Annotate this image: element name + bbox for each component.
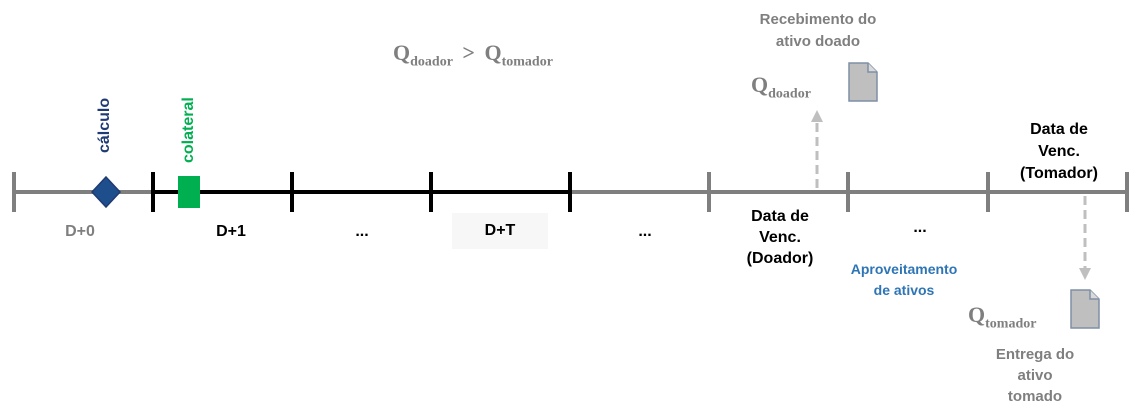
label-line: Venc.: [759, 229, 801, 246]
receipt-caption: Recebimento do ativo doado: [738, 9, 898, 53]
q-symbol: Q: [484, 40, 502, 65]
receipt-arrowhead-icon: [811, 110, 823, 122]
venc-tomador-label: Data de Venc. (Tomador): [1000, 119, 1118, 185]
label-line: Data de: [751, 208, 809, 225]
collateral-marker-label: colateral: [180, 97, 197, 163]
venc-doador-label: Data de Venc. (Doador): [730, 206, 830, 269]
q-symbol: Q: [393, 40, 411, 65]
diamond-marker-icon: [90, 175, 122, 209]
receipt-quantity: Qdoador: [751, 72, 811, 102]
receipt-document-icon: [848, 62, 878, 102]
caption-line: Recebimento do: [759, 11, 877, 28]
caption-line: tomado: [1007, 388, 1063, 405]
caption-line: ativo: [1017, 367, 1053, 384]
subscript: doador: [410, 54, 453, 70]
label-line: Aproveitamento: [850, 261, 958, 277]
label-ellipsis-2: ...: [638, 223, 652, 240]
label-line: Data de: [1030, 121, 1088, 138]
collateral-block-icon: [178, 176, 200, 208]
q-symbol: Q: [751, 72, 769, 97]
delivery-document-icon: [1070, 289, 1100, 329]
delivery-arrowhead-icon: [1079, 268, 1091, 280]
caption-line: ativo doado: [775, 33, 861, 50]
calc-marker-label: cálculo: [96, 97, 113, 153]
subscript: tomador: [501, 54, 553, 70]
subscript: tomador: [985, 316, 1037, 332]
quantity-formula: Qdoador > Qtomador: [393, 40, 553, 70]
label-line: (Tomador): [1020, 165, 1098, 182]
operator: >: [462, 40, 475, 65]
delivery-caption: Entrega do ativo tomado: [975, 344, 1095, 407]
label-dt: D+T: [452, 213, 548, 249]
label-ellipsis-1: ...: [355, 223, 369, 240]
aprov-label: Aproveitamento de ativos: [832, 259, 976, 301]
caption-line: Entrega do: [995, 346, 1075, 363]
q-symbol: Q: [968, 302, 986, 327]
delivery-quantity: Qtomador: [968, 302, 1036, 332]
label-line: Venc.: [1038, 143, 1080, 160]
label-line: (Doador): [746, 250, 814, 267]
label-d1: D+1: [216, 223, 246, 240]
label-line: de ativos: [873, 282, 935, 298]
label-ellipsis-3: ...: [913, 219, 927, 236]
subscript: doador: [768, 86, 811, 102]
label-d0: D+0: [65, 223, 95, 240]
